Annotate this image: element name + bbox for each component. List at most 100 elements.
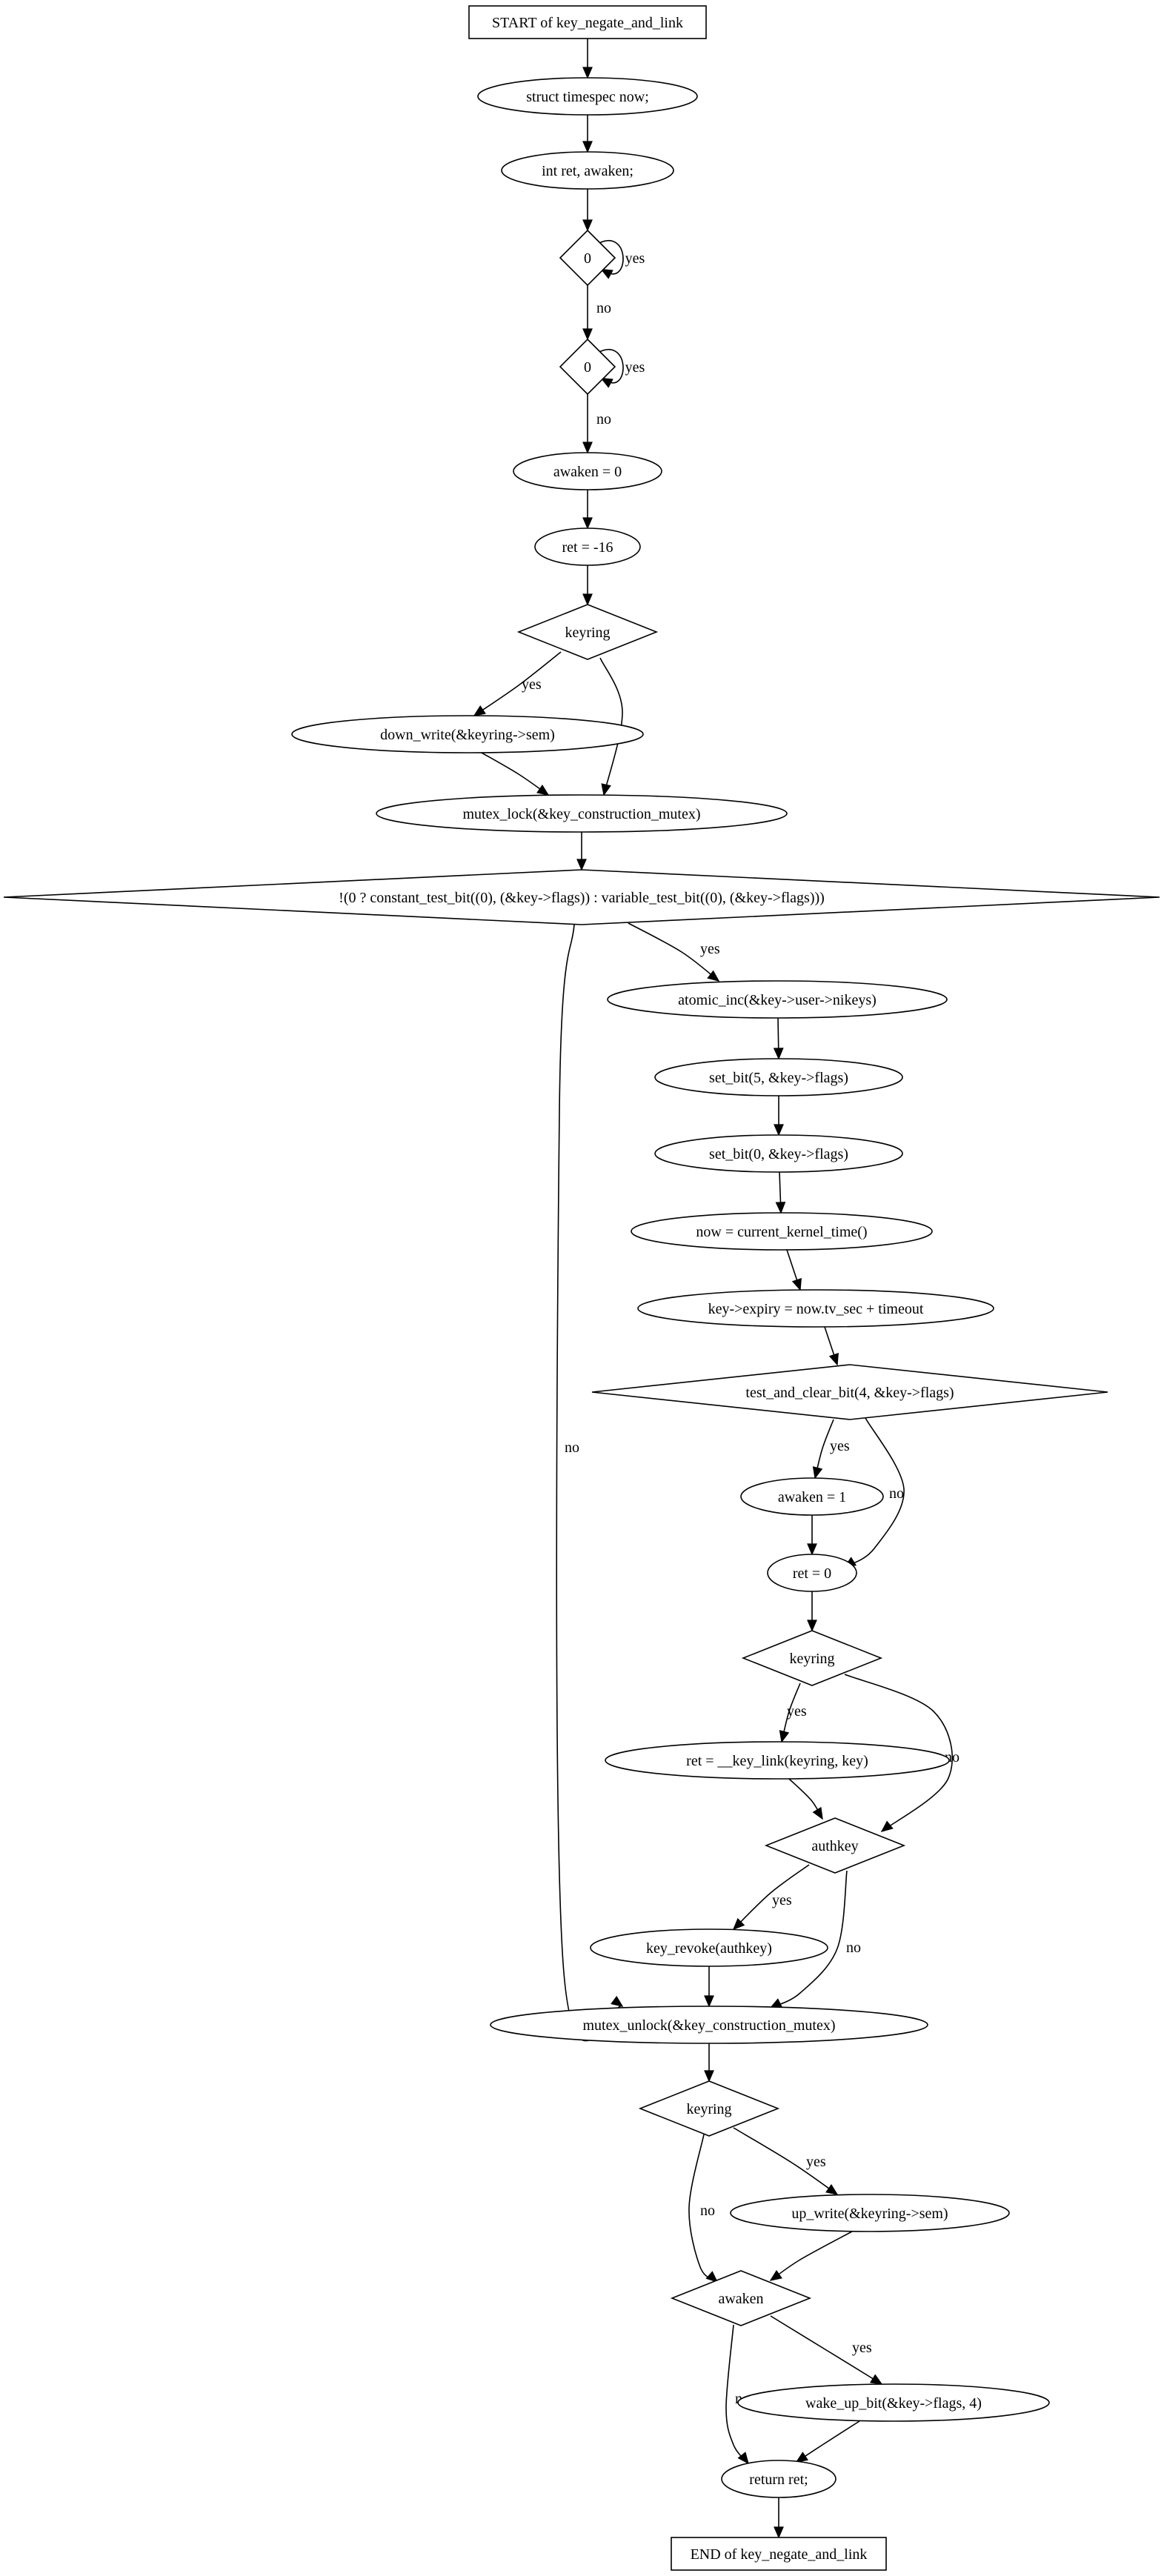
edge-return_ret-to-end (774, 2497, 784, 2539)
ellipse-shape (737, 2383, 1050, 2422)
arrowhead (473, 705, 486, 716)
ellipse-shape (501, 151, 674, 190)
edge-struct_now-to-int_ret (582, 115, 593, 153)
node-set-bit5: set_bit(5, &key->flags) (654, 1058, 903, 1096)
edge-test_clear-to-awaken1: yes (812, 1419, 850, 1480)
edge-line (628, 922, 719, 982)
node-label: atomic_inc(&key->user->nikeys) (678, 992, 877, 1008)
node-awaken0: awaken = 0 (513, 452, 662, 490)
edge-down_write-to-mutex_lock (481, 752, 550, 796)
node-expiry: key->expiry = now.tv_sec + timeout (637, 1289, 994, 1328)
node-mutex-unlock: mutex_unlock(&key_construction_mutex) (490, 2006, 928, 2044)
diamond-shape (3, 869, 1160, 925)
node-label: 0 (584, 250, 591, 267)
node-up-write: up_write(&keyring->sem) (730, 2194, 1010, 2232)
node-keyring1: keyring (516, 604, 659, 660)
arrowhead (807, 1620, 817, 1632)
node-start: START of key_negate_and_link (468, 5, 707, 39)
node-label: set_bit(0, &key->flags) (709, 1146, 848, 1162)
edge-label: no (846, 1940, 861, 1956)
edge-label: no (596, 411, 611, 427)
edge-label: yes (625, 250, 645, 267)
arrowhead (779, 1730, 790, 1743)
node-label: now = current_kernel_time() (696, 1224, 867, 1240)
node-label: wake_up_bit(&key->flags, 4) (805, 2395, 982, 2412)
arrowhead (812, 1466, 823, 1480)
edge-line (473, 651, 562, 716)
node-label: mutex_lock(&key_construction_mutex) (462, 806, 700, 822)
self-loop-line (599, 240, 624, 275)
arrowhead (812, 1806, 823, 1820)
node-label: END of key_negate_and_link (691, 2546, 868, 2563)
edge-label: no (889, 1485, 904, 1502)
arrowhead (582, 593, 593, 606)
node-atomic-inc: atomic_inc(&key->user->nikeys) (607, 980, 948, 1019)
node-cond0-b: 0 (559, 338, 616, 396)
edge-awaken0-to-ret_neg16 (582, 490, 593, 530)
self-loop-line (599, 349, 624, 384)
node-label: struct timespec now; (526, 89, 649, 105)
node-cond0-a: 0 (559, 229, 616, 287)
ellipse-shape (477, 77, 698, 116)
node-label: return ret; (749, 2472, 808, 2488)
node-label: key->expiry = now.tv_sec + timeout (708, 1301, 924, 1317)
edge-ret0-to-keyring2 (807, 1591, 817, 1632)
node-label: down_write(&keyring->sem) (380, 727, 555, 743)
edge-label: no (565, 1440, 579, 1456)
arrowhead (582, 517, 593, 530)
edge-test_bit-to-atomic_inc: yes (628, 922, 720, 982)
node-label: keyring (789, 1651, 834, 1667)
ellipse-shape (721, 2460, 837, 2498)
arrowhead (775, 1202, 786, 1214)
arrowhead (611, 1995, 624, 2007)
ellipse-shape (291, 715, 644, 753)
edge-line (733, 1864, 810, 1930)
arrowhead (582, 219, 593, 232)
edge-line (556, 924, 623, 2042)
ellipse-shape (607, 980, 948, 1019)
arrowhead (704, 1995, 714, 2008)
edge-up_write-to-awaken_cond (769, 2231, 853, 2281)
arrowhead (707, 970, 720, 982)
arrowhead (773, 1048, 784, 1060)
node-mutex-lock: mutex_lock(&key_construction_mutex) (376, 794, 788, 833)
edge-wake_up-to-return_ret (795, 2420, 860, 2463)
node-key-link: ret = __key_link(keyring, key) (605, 1741, 950, 1780)
edge-set_bit5-to-set_bit0 (774, 1096, 784, 1136)
arrowhead (704, 2070, 714, 2083)
arrowhead (825, 2183, 839, 2195)
edge-label: yes (852, 2340, 872, 2356)
arrowhead (774, 2526, 784, 2539)
ellipse-shape (513, 452, 662, 490)
diamond-shape (670, 2270, 812, 2326)
node-label: ret = -16 (562, 539, 613, 556)
edge-label: no (596, 300, 611, 316)
node-label: !(0 ? constant_test_bit((0), (&key->flag… (339, 890, 825, 906)
arrowhead (601, 783, 611, 796)
diamond-shape (559, 229, 616, 287)
node-label: keyring (565, 625, 610, 641)
arrowhead (600, 268, 613, 279)
edge-label: no (700, 2203, 715, 2219)
diamond-shape (559, 338, 616, 396)
node-key-revoke: key_revoke(authkey) (590, 1928, 828, 1967)
arrowhead (600, 377, 613, 388)
edge-cond0_a-to-cond0_b: no (582, 285, 611, 341)
edges-layer: yesnoyesnoyesnoyesnoyesnoyesnoyesnoyesno… (473, 39, 960, 2539)
node-label: 0 (584, 359, 591, 376)
arrowhead (576, 859, 587, 871)
edge-int_ret-to-cond0_a (582, 189, 593, 232)
edge-line (770, 2315, 882, 2385)
ellipse-shape (590, 1928, 828, 1967)
arrowhead (869, 2374, 883, 2385)
arrowhead (737, 2452, 749, 2465)
ellipse-shape (740, 1477, 884, 1516)
node-label: awaken (718, 2291, 763, 2307)
node-struct-now: struct timespec now; (477, 77, 698, 116)
diamond-shape (516, 604, 659, 660)
node-label: START of key_negate_and_link (492, 15, 683, 31)
edge-line (599, 657, 623, 796)
diamond-shape (591, 1364, 1108, 1420)
